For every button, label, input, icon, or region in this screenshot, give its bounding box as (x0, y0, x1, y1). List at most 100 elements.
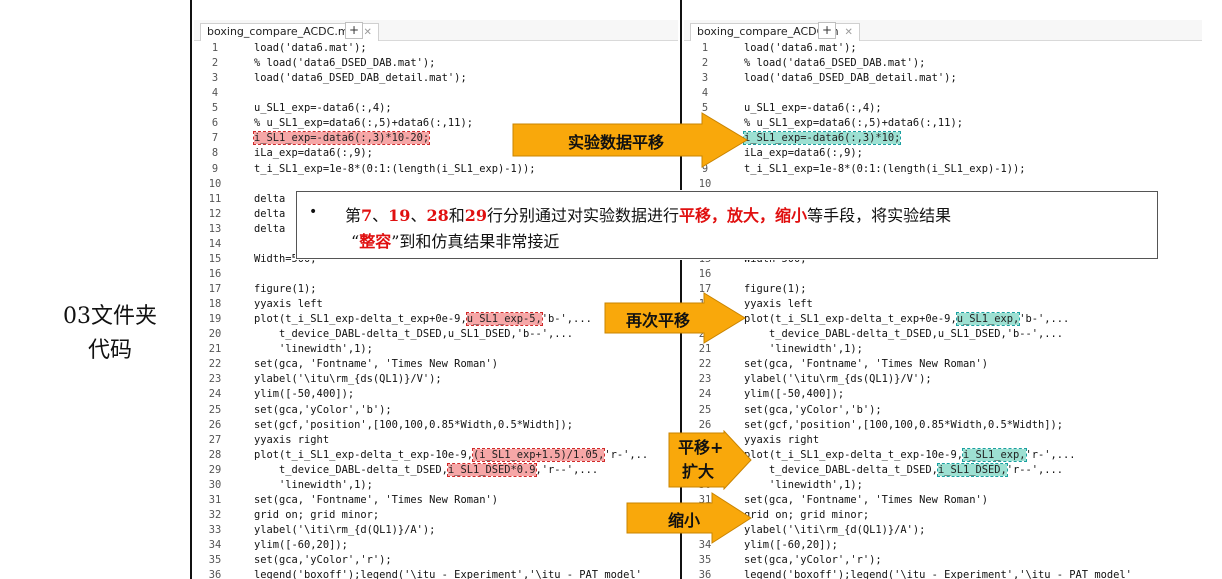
code-line[interactable]: 2% load('data6_DSED_DAB.mat'); (194, 56, 678, 71)
code-line[interactable]: 29 t_device_DABL-delta_t_DSED,i_SL1_DSED… (684, 462, 1202, 478)
line-number: 14 (208, 237, 222, 250)
code-line[interactable]: 30 'linewidth',1); (194, 478, 678, 493)
close-icon[interactable]: ✕ (844, 27, 853, 38)
code-text: iLa_exp=data6(:,9); (744, 147, 863, 160)
add-tab-icon[interactable]: + (345, 22, 363, 39)
add-tab-icon[interactable]: + (818, 22, 836, 39)
code-line[interactable]: 21 'linewidth',1); (684, 342, 1202, 357)
code-line[interactable]: 19plot(t_i_SL1_exp-delta_t_exp+0e-9,u_SL… (684, 312, 1202, 327)
code-text: plot(t_i_SL1_exp-delta_t_exp-10e-9,(i_SL… (254, 447, 649, 462)
code-text: legend('boxoff');legend('\itu - Experime… (744, 569, 1132, 579)
code-line[interactable]: 20 t_device_DABL-delta_t_DSED,u_SL1_DSED… (684, 327, 1202, 342)
code-line[interactable]: 2% load('data6_DSED_DAB.mat'); (684, 56, 1202, 71)
emphasis-makeover: 整容 (359, 232, 392, 251)
code-text: ylabel('\iti\rm_{d(QL1)}/A'); (254, 524, 436, 536)
code-line[interactable]: 4 (684, 86, 1202, 101)
arrow-label-translate-again: 再次平移 (626, 311, 691, 330)
line-number: 29 (208, 463, 222, 476)
callout-text: 到和仿真结果非常接近 (399, 232, 560, 251)
code-text: ylim([-50,400]); (254, 388, 355, 401)
code-line[interactable]: 20 t_device_DABL-delta_t_DSED,u_SL1_DSED… (194, 327, 678, 342)
line-number: 27 (208, 433, 222, 446)
left-code-area[interactable]: 1 load('data6.mat'); 2% load('data6_DSED_D… (194, 41, 678, 579)
code-line[interactable]: 10 (684, 177, 1202, 192)
right-file-tab[interactable]: boxing_compare_ACDC.m✕ (690, 23, 860, 41)
annotation-callout: • 第7、19、28和29行分别通过对实验数据进行平移，放大，缩小等手段，将实验… (296, 191, 1158, 259)
left-tab-bar: boxing_compare_ACDC.m *✕ + (194, 20, 678, 41)
code-line[interactable]: 21 'linewidth',1); (194, 342, 678, 357)
close-icon[interactable]: ✕ (363, 27, 372, 38)
code-line[interactable]: 10 (194, 177, 678, 192)
code-text: set(gca, 'Fontname', 'Times New Roman') (744, 493, 988, 506)
code-line[interactable]: 14 (194, 237, 678, 252)
code-line[interactable]: 30 'linewidth',1); (684, 478, 1202, 493)
code-text: set(gcf,'position',[100,100,0.85*Width,0… (744, 418, 1064, 431)
code-line[interactable]: 28plot(t_i_SL1_exp-delta_t_exp-10e-9,i_S… (684, 447, 1202, 463)
line-number: 15 (208, 252, 222, 265)
code-text: set(gca,'yColor','b'); (254, 403, 392, 416)
line-number: 25 (698, 403, 712, 416)
code-text: load('data6.mat'); (254, 42, 367, 54)
line-number: 11 (208, 192, 222, 205)
code-line[interactable]: 6% u_SL1_exp=data6(:,5)+data6(:,11); (194, 116, 678, 131)
code-text: t_device_DABL-delta_t_DSED,u_SL1_DSED,'b… (254, 328, 574, 341)
line-ref-29: 29 (464, 206, 487, 225)
code-line[interactable]: 4 (194, 86, 678, 101)
left-file-tab[interactable]: boxing_compare_ACDC.m *✕ (200, 23, 379, 41)
code-line[interactable]: 16 (194, 267, 678, 282)
code-text: yyaxis left (744, 298, 813, 311)
code-line[interactable]: 16 (684, 267, 1202, 282)
line-number: 36 (208, 569, 222, 579)
code-line[interactable]: 1 load('data6.mat'); (194, 41, 678, 56)
code-line[interactable]: 7i_SL1_exp=-data6(:,3)*10; (684, 131, 1202, 146)
code-line[interactable]: 29 t_device_DABL-delta_t_DSED,i_SL1_DSED… (194, 462, 678, 478)
line-number: 1 (211, 42, 219, 54)
middle-divider-line (680, 0, 682, 579)
code-line[interactable]: 6% u_SL1_exp=data6(:,5)+data6(:,11); (684, 116, 1202, 131)
